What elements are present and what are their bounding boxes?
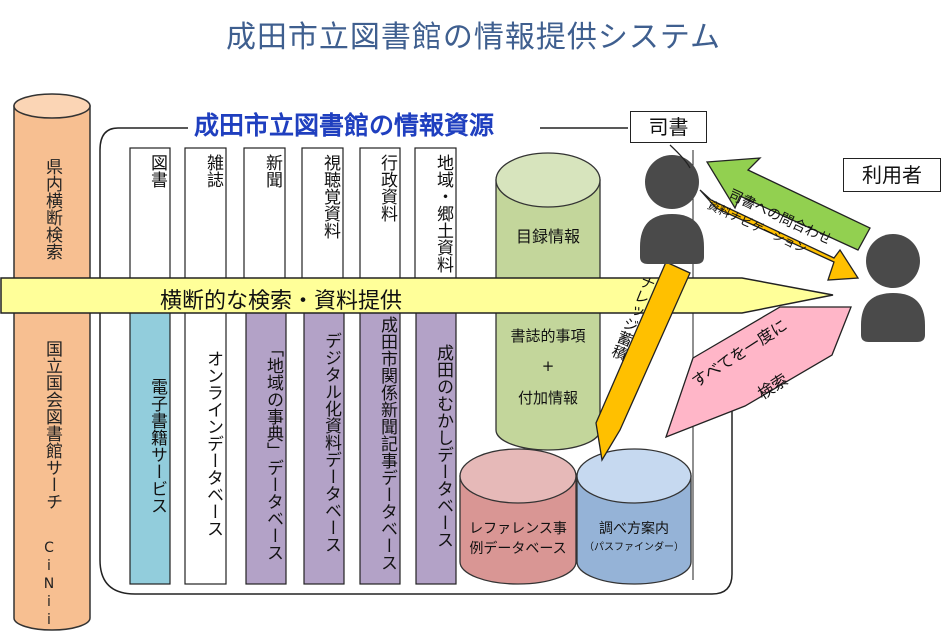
column-audiovisual: 視聴覚資料	[320, 154, 340, 239]
diagram-title: 成田市立図書館の情報提供システム	[225, 20, 722, 55]
librarian-callout-line	[669, 144, 691, 169]
main-arrow-label: 横断的な検索・資料提供	[160, 289, 403, 314]
reference-db-line1: レファレンス事	[469, 521, 567, 537]
reference-db-cylinder	[459, 448, 577, 585]
column-books: 図書	[147, 154, 167, 188]
catalog-plus: +	[541, 357, 555, 375]
column-local-encyclopedia-db: 「地域の事典」データベース	[263, 340, 283, 561]
pillar-label-prefecture: 県内横断検索	[42, 158, 62, 260]
resources-title: 成田市立図書館の情報資源	[188, 106, 501, 142]
column-narita-mukashi-db: 成田のむかしデータベース	[433, 344, 453, 548]
knowledge-arrow	[595, 261, 691, 462]
pillar-label-cinii: CiNii	[41, 540, 57, 630]
catalog-line3: 付加情報	[517, 389, 578, 407]
search-all-shape	[664, 306, 852, 439]
resources-container	[99, 127, 733, 595]
column-magazines: 雑誌	[203, 154, 223, 188]
left-pillar	[13, 93, 91, 631]
main-search-arrow	[0, 277, 834, 314]
column-local: 地域・郷土資料	[433, 154, 453, 273]
pathfinder-line1: 調べ方案内	[599, 521, 669, 537]
navigation-arrow	[699, 189, 860, 281]
reference-db-line2: 例データベース	[469, 541, 567, 557]
pathfinder-cylinder	[576, 448, 692, 585]
librarian-label: 司書	[630, 111, 707, 143]
pathfinder-line2: （パスファインダー）	[584, 542, 684, 553]
catalog-line1: 書誌的事項	[510, 327, 586, 345]
pillar-label-ndl: 国立国会図書館サーチ	[42, 340, 62, 510]
column-newspapers: 新聞	[262, 154, 282, 188]
catalog-cylinder	[495, 152, 601, 451]
column-digitized-db: デジタル化資料データベース	[321, 332, 341, 553]
column-online-database: オンラインデータベース	[203, 350, 223, 537]
user-person-icon	[861, 234, 925, 342]
catalog-label: 目録情報	[515, 227, 580, 246]
column-newspaper-articles-db: 成田市関係新聞記事データベース	[377, 316, 397, 571]
inquiry-arrow	[705, 157, 871, 251]
librarian-person-icon	[640, 155, 704, 264]
column-administrative: 行政資料	[377, 154, 397, 222]
column-ebook-service: 電子書籍サービス	[147, 378, 167, 514]
lower-columns	[129, 311, 457, 585]
upper-columns	[129, 147, 457, 283]
user-label: 利用者	[843, 158, 941, 192]
